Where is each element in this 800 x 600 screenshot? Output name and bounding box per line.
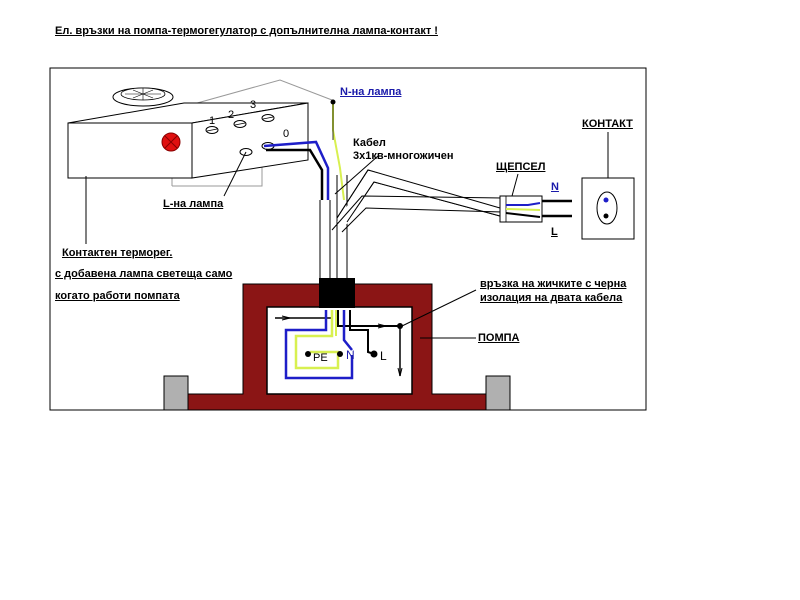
label-n-lamp: N-на лампа [340,86,402,98]
thermostat-wire-black [266,148,324,200]
label-thermostat-1: Контактен терморег. [62,247,173,259]
leader-wire-note [401,289,477,327]
thermostat-wire-blue [263,140,330,200]
label-plug-n: N [551,181,559,193]
pump-terminal-pe [305,351,311,357]
label-pump-pe: PE [313,352,328,364]
leader-cable [334,155,379,195]
pump-support-right [485,375,511,411]
label-terminal-3: 3 [250,99,257,111]
label-thermostat-2: с добавена лампа светеща само [55,268,233,280]
pump-terminal-n [337,351,343,357]
label-terminal-0: 0 [283,128,290,140]
label-socket: КОНТАКТ [582,118,633,130]
leader-plug [511,173,519,197]
leader-l-lamp [223,151,247,197]
pump-wire-blue-2 [342,310,353,351]
label-cable-1: Кабел [353,137,386,149]
n-lamp-point [330,99,336,105]
plug-wire-yellow [505,208,541,211]
label-plug: ЩЕПСЕЛ [496,161,546,173]
label-terminal-1: 1 [209,115,216,127]
lamp-n-wire [332,103,345,201]
plug-wire-black [505,212,541,218]
label-l-lamp: L-на лампа [163,198,224,210]
label-thermostat-3: когато работи помпата [55,290,180,302]
plug-wire-blue [506,202,541,206]
page-title: Ел. връзки на помпа-термогегулатор с доп… [55,25,438,37]
pump-terminal-box [266,306,413,395]
label-terminal-2: 2 [228,109,235,121]
socket-face [596,191,618,225]
pump-wire-black-l [349,310,375,355]
pump-wire-blue [284,310,354,380]
cable-gland [319,278,355,308]
pump-support-left [163,375,189,411]
label-plug-l: L [551,226,558,238]
label-pump-l: L [380,349,387,363]
label-wire-note-2: изолация на двата кабела [480,292,623,304]
pump-wire-black-top [337,310,400,327]
label-pump-n: N [346,348,355,362]
label-cable-2: 3х1кв-многожичен [353,150,454,162]
label-pump: ПОМПА [478,332,520,344]
label-wire-note-1: връзка на жичките с черна [480,278,627,290]
pump-terminal-l [370,350,378,358]
cable2-to-plug [331,195,503,231]
